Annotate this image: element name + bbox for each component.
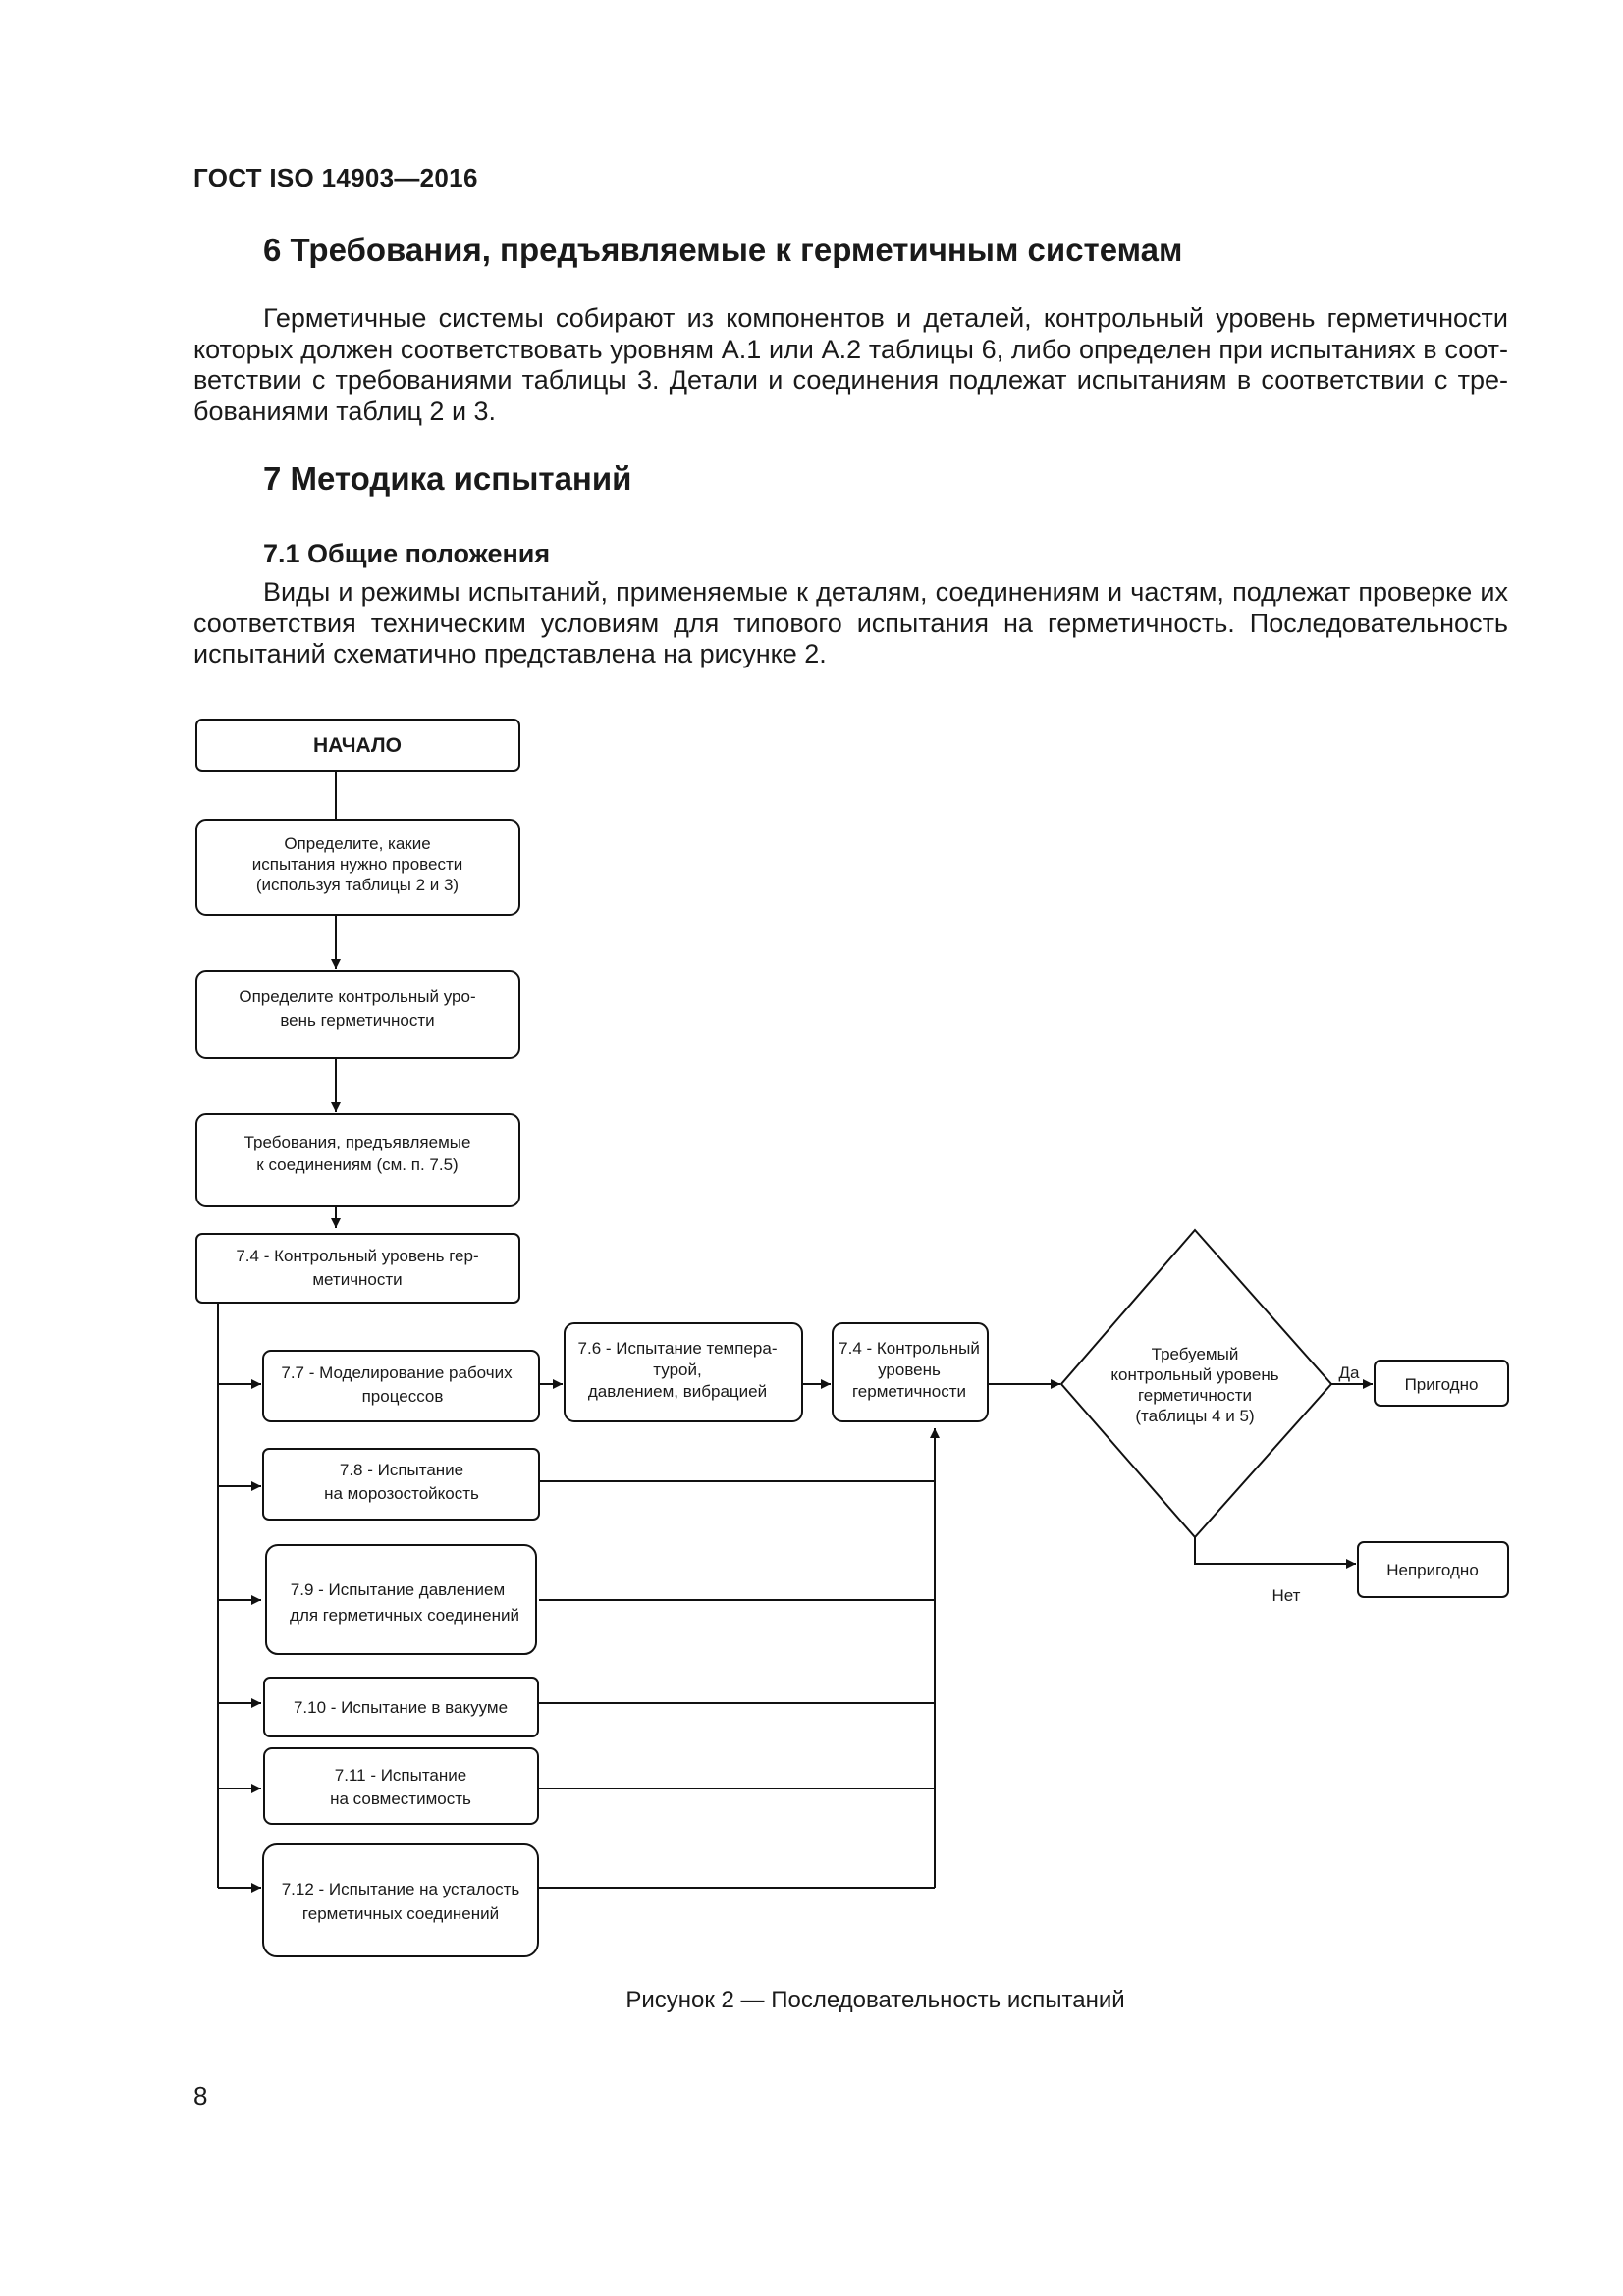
- step3-line: Требования, предъявляемые: [244, 1133, 471, 1151]
- step3-line: к соединениям (см. п. 7.5): [256, 1155, 458, 1174]
- pass-box: [1374, 1360, 1509, 1407]
- fail-label: Непригодно: [1386, 1561, 1479, 1579]
- paragraph-line: ветствии с требованиями таблицы 3. Детал…: [193, 365, 1508, 395]
- section-7-1-paragraph: Виды и режимы испытаний, применяемые к д…: [193, 577, 1508, 670]
- paragraph-line: испытаний схематично представлена на рис…: [193, 639, 827, 668]
- step1-line: Определите, какие: [284, 834, 430, 853]
- test-7-6-box: [564, 1322, 803, 1422]
- paragraph-line: Герметичные системы собирают из компонен…: [263, 303, 1508, 333]
- decision-line: Требуемый: [1152, 1345, 1239, 1363]
- check-7-4-line: герметичности: [852, 1382, 966, 1401]
- subsection-7-1-title: 7.1 Общие положения: [263, 539, 551, 568]
- connector-no: [1194, 1537, 1356, 1565]
- test-7-8-box: [262, 1448, 540, 1521]
- step4-line: 7.4 - Контрольный уровень гер-: [236, 1247, 478, 1265]
- decision-line: контрольный уровень: [1110, 1365, 1278, 1384]
- check-7-4-line: 7.4 - Контрольный: [839, 1339, 980, 1358]
- yes-label: Да: [1339, 1363, 1361, 1382]
- start-box: [195, 719, 520, 772]
- step-define-level-box: [195, 970, 520, 1059]
- no-label: Нет: [1272, 1586, 1301, 1605]
- paragraph-line: Виды и режимы испытаний, применяемые к д…: [263, 577, 1508, 607]
- check-7-4-box: [832, 1322, 989, 1422]
- start-label: НАЧАЛО: [313, 734, 402, 757]
- document-header: ГОСТ ISO 14903—2016: [193, 163, 478, 192]
- step-7-4-box: [195, 1233, 520, 1304]
- pass-label: Пригодно: [1405, 1375, 1479, 1394]
- test-7-11-box: [263, 1747, 539, 1825]
- test-7-12-line: герметичных соединений: [302, 1904, 499, 1923]
- test-7-11-line: 7.11 - Испытание: [335, 1766, 466, 1785]
- test-7-10-box: [263, 1677, 539, 1737]
- paragraph-line: соответствия техническим условиям для ти…: [193, 608, 1508, 638]
- test-7-7-line: 7.7 - Моделирование рабочих: [281, 1363, 513, 1382]
- section-6-title: 6 Требования, предъявляемые к герметичны…: [263, 232, 1183, 268]
- test-7-7-box: [262, 1350, 540, 1422]
- step1-line: испытания нужно провести: [252, 855, 463, 874]
- test-7-9-box: [265, 1544, 537, 1655]
- step-joint-requirements-box: [195, 1113, 520, 1207]
- test-7-8-line: 7.8 - Испытание: [340, 1461, 463, 1479]
- figure-caption: Рисунок 2 — Последовательность испытаний: [0, 1987, 1623, 2014]
- test-7-11-line: на совместимость: [330, 1789, 471, 1808]
- page-number: 8: [193, 2081, 208, 2110]
- test-7-8-line: на морозостойкость: [324, 1484, 479, 1503]
- section-6-paragraph: Герметичные системы собирают из компонен…: [193, 303, 1508, 427]
- test-7-12-box: [262, 1843, 539, 1957]
- check-7-4-line: уровень: [878, 1361, 941, 1379]
- test-7-7-line: процессов: [362, 1387, 444, 1406]
- decision-line: герметичности: [1138, 1386, 1252, 1405]
- paragraph-line: которых должен соответствовать уровням А…: [193, 334, 1508, 364]
- figure-caption-text: Рисунок 2 — Последовательность испытаний: [625, 1987, 1125, 2013]
- decision-line: (таблицы 4 и 5): [1135, 1407, 1254, 1425]
- test-7-9-line: для герметичных соединений: [290, 1606, 519, 1625]
- section-7-title: 7 Методика испытаний: [263, 460, 632, 497]
- step2-line: вень герметичности: [280, 1011, 434, 1030]
- test-7-10-line: 7.10 - Испытание в вакууме: [294, 1698, 508, 1717]
- step-define-tests-box: [195, 819, 520, 916]
- step4-line: метичности: [312, 1270, 402, 1289]
- test-7-6-line: турой,: [653, 1361, 701, 1379]
- test-7-12-line: 7.12 - Испытание на усталость: [282, 1880, 520, 1898]
- paragraph-line: бованиями таблиц 2 и 3.: [193, 396, 497, 426]
- test-7-6-line: 7.6 - Испытание темпера-: [578, 1339, 778, 1358]
- test-7-9-line: 7.9 - Испытание давлением: [291, 1580, 505, 1599]
- step2-line: Определите контрольный уро-: [239, 988, 475, 1006]
- step1-line: (используя таблицы 2 и 3): [256, 876, 459, 894]
- decision-diamond: [1059, 1228, 1333, 1539]
- fail-box: [1357, 1541, 1509, 1598]
- test-7-6-line: давлением, вибрацией: [588, 1382, 767, 1401]
